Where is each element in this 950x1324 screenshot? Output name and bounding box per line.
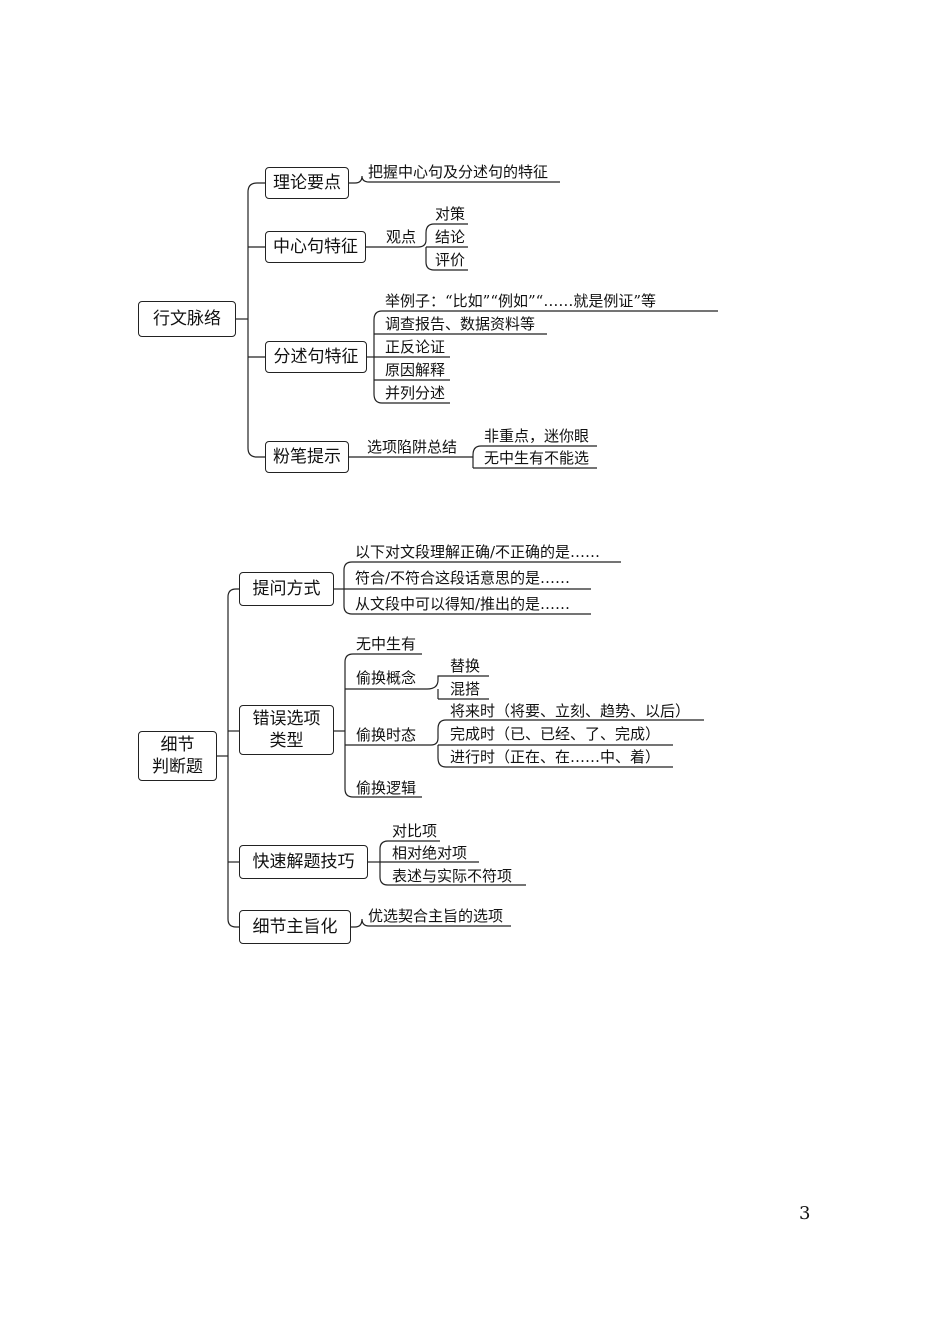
leaf-non-key: 非重点，迷你眼 [484, 427, 590, 445]
leaf-contrast-item: 对比项 [392, 822, 438, 840]
page-number: 3 [799, 1203, 811, 1224]
root-line-1: 细节 [160, 735, 195, 755]
leaf-evaluation: 评价 [435, 251, 466, 269]
leaf-cause-explanation: 原因解释 [385, 361, 446, 379]
leaf-relative-absolute: 相对绝对项 [392, 844, 468, 862]
leaf-replace: 替换 [450, 657, 481, 675]
branch-question-style: 提问方式 [239, 572, 334, 606]
branch-label-line-1: 错误选项 [252, 709, 321, 729]
branch-sub-sentence-features: 分述句特征 [265, 341, 367, 373]
sub-fabrication: 无中生有 [356, 635, 417, 653]
leaf-parallel: 并列分述 [385, 384, 446, 402]
leaf-grasp-features: 把握中心句及分述句的特征 [368, 163, 549, 181]
leaf-question-2: 符合/不符合这段话意思的是…… [355, 569, 571, 587]
sub-tense-swap: 偷换时态 [356, 726, 417, 744]
leaf-progressive-tense: 进行时（正在、在……中、着） [450, 748, 661, 766]
leaf-fabricated: 无中生有不能选 [484, 449, 590, 467]
sub-logic-swap: 偷换逻辑 [356, 779, 417, 797]
root-line-2: 判断题 [152, 757, 203, 777]
leaf-prefer-main-idea: 优选契合主旨的选项 [368, 907, 504, 925]
branch-central-sentence-features: 中心句特征 [265, 231, 366, 263]
leaf-future-tense: 将来时（将要、立刻、趋势、以后） [450, 702, 691, 720]
leaf-mismatch: 表述与实际不符项 [392, 867, 513, 885]
sub-concept-swap: 偷换概念 [356, 669, 417, 687]
leaf-pro-con: 正反论证 [385, 338, 446, 356]
leaf-survey-data: 调查报告、数据资料等 [385, 315, 536, 333]
leaf-conclusion: 结论 [435, 228, 466, 246]
branch-detail-to-main-idea: 细节主旨化 [239, 910, 351, 944]
branch-wrong-option-types: 错误选项 类型 [239, 705, 334, 755]
mid-viewpoint: 观点 [386, 228, 417, 246]
leaf-countermeasure: 对策 [435, 205, 466, 223]
leaf-question-3: 从文段中可以得知/推出的是…… [355, 595, 571, 613]
root-node-detail-judgment: 细节 判断题 [138, 731, 217, 781]
branch-label-line-2: 类型 [269, 731, 304, 751]
leaf-question-1: 以下对文段理解正确/不正确的是…… [355, 543, 601, 561]
mid-option-trap-summary: 选项陷阱总结 [367, 438, 458, 456]
branch-quick-solving-tips: 快速解题技巧 [239, 845, 368, 879]
root-node-writing-structure: 行文脉络 [138, 301, 236, 337]
leaf-mix: 混搭 [450, 680, 481, 698]
branch-theory-points: 理论要点 [265, 167, 349, 199]
branch-chalk-tips: 粉笔提示 [265, 441, 349, 473]
leaf-examples: 举例子：“比如”“例如”“……就是例证”等 [385, 292, 657, 310]
leaf-perfect-tense: 完成时（已、已经、了、完成） [450, 725, 661, 743]
